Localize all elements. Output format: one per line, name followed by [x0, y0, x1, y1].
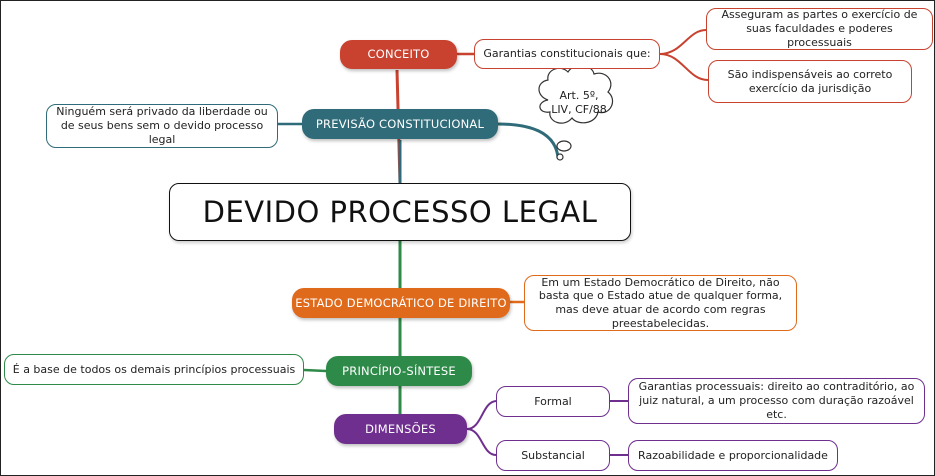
branch-previsao-label: PREVISÃO CONSTITUCIONAL — [315, 116, 485, 131]
estado-detail-node[interactable]: Em um Estado Democrático de Direito, não… — [524, 275, 797, 331]
branch-principio-sintese[interactable]: PRINCÍPIO-SÍNTESE — [326, 356, 472, 386]
branch-conceito[interactable]: CONCEITO — [340, 40, 457, 69]
dimensao-substancial-node[interactable]: Substancial — [496, 440, 610, 471]
branch-dimensoes[interactable]: DIMENSÕES — [334, 414, 467, 444]
dimensao-formal-detail-text: Garantias processuais: direito ao contra… — [638, 380, 915, 421]
branch-estado-democratico[interactable]: ESTADO DEMOCRÁTICO DE DIREITO — [292, 288, 510, 318]
conceito-leaf-2-text: São indispensáveis ao correto exercício … — [727, 67, 893, 95]
branch-previsao-constitucional[interactable]: PREVISÃO CONSTITUCIONAL — [302, 109, 498, 139]
dimensao-substancial-label: Substancial — [521, 448, 585, 462]
conceito-child-node[interactable]: Garantias constitucionais que: — [474, 39, 660, 69]
conceito-leaf-2[interactable]: São indispensáveis ao correto exercício … — [708, 60, 912, 103]
conceito-leaf-1[interactable]: Asseguram as partes o exercício de suas … — [706, 8, 933, 50]
conceito-child-text: Garantias constitucionais que: — [483, 47, 651, 61]
central-topic[interactable]: DEVIDO PROCESSO LEGAL — [169, 183, 631, 241]
previsao-detail-node[interactable]: Ninguém será privado da liberdade ou de … — [46, 104, 278, 148]
sintese-detail-node[interactable]: É a base de todos os demais princípios p… — [4, 354, 304, 385]
branch-sintese-label: PRINCÍPIO-SÍNTESE — [342, 363, 456, 378]
previsao-detail-text: Ninguém será privado da liberdade ou de … — [56, 105, 268, 146]
thought-cloud-icon — [538, 64, 613, 161]
central-topic-label: DEVIDO PROCESSO LEGAL — [202, 194, 598, 229]
dimensao-formal-label: Formal — [534, 394, 572, 408]
branch-dimensoes-label: DIMENSÕES — [365, 421, 436, 436]
conceito-leaf-1-text: Asseguram as partes o exercício de suas … — [721, 8, 918, 49]
dimensao-substancial-detail[interactable]: Razoabilidade e proporcionalidade — [628, 440, 838, 471]
dimensao-formal-node[interactable]: Formal — [496, 386, 610, 417]
branch-conceito-label: CONCEITO — [367, 47, 430, 62]
sintese-detail-text: É a base de todos os demais princípios p… — [12, 362, 296, 376]
branch-estado-label: ESTADO DEMOCRÁTICO DE DIREITO — [295, 295, 507, 310]
estado-detail-text: Em um Estado Democrático de Direito, não… — [538, 275, 783, 330]
dimensao-formal-detail[interactable]: Garantias processuais: direito ao contra… — [628, 378, 925, 424]
constitution-article-note: Art. 5º, LIV, CF/88 — [551, 89, 607, 116]
dimensao-substancial-detail-text: Razoabilidade e proporcionalidade — [638, 448, 828, 462]
